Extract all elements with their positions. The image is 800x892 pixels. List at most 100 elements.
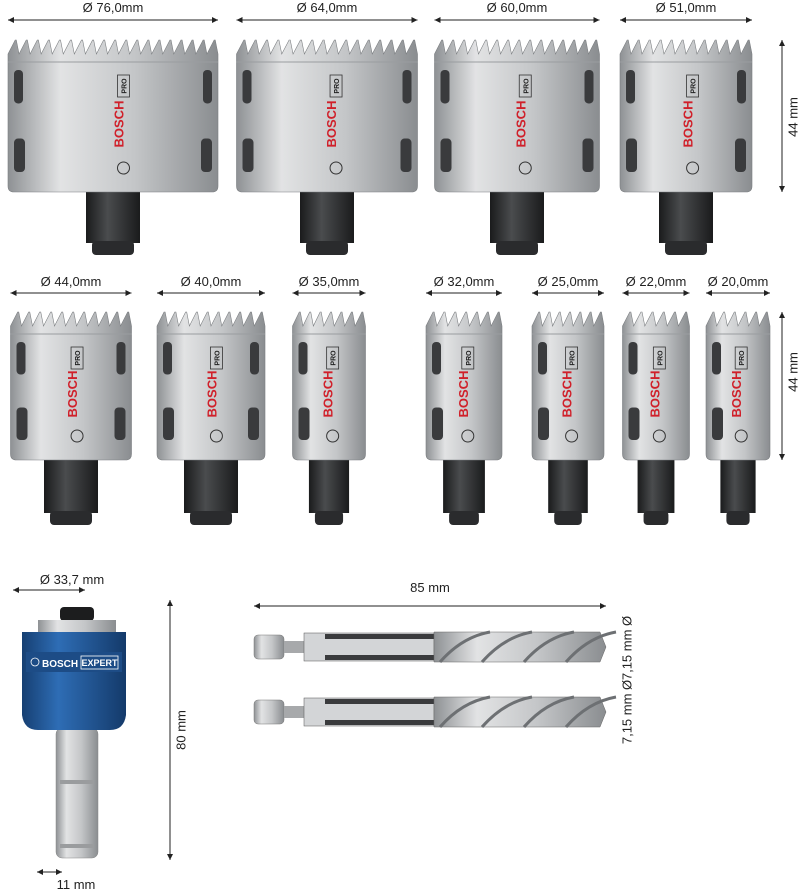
dimension-arrow (426, 290, 502, 296)
pro-badge (70, 346, 84, 370)
drill-diameter-label-1: 7,15 mm Ø (619, 615, 635, 681)
bosch-armature-icon (117, 161, 130, 175)
dim-label-44: Ø 44,0mm (40, 274, 102, 289)
drill-length-arrow (254, 603, 606, 609)
bosch-armature-icon (461, 429, 475, 443)
height-arrow-row2 (779, 312, 785, 460)
arbor-tip (554, 511, 582, 525)
arrowheads (37, 869, 62, 875)
arbor-tip (496, 241, 538, 255)
slot (201, 138, 212, 172)
pro-badge-text: PRO (570, 350, 577, 366)
hex-shank (55, 727, 99, 859)
shank-flat (325, 655, 434, 660)
saw-cup (10, 311, 132, 461)
slot (114, 407, 126, 440)
saw-cup (7, 39, 219, 193)
shank-flat (325, 634, 434, 639)
hex-bit-tip (253, 634, 285, 660)
pro-badge (518, 74, 532, 98)
hex-arbor (86, 192, 140, 243)
bosch-armature-icon (329, 161, 343, 175)
hex-arbor (637, 460, 675, 513)
expert-badge (80, 655, 119, 670)
flute-spiral (438, 630, 491, 663)
dim-label-32: Ø 32,0mm (433, 274, 495, 289)
bosch-logo-text: BOSCH (324, 101, 339, 148)
dimension-arrow (622, 290, 690, 296)
pro-badge-text: PRO (331, 350, 338, 366)
saw-cup (425, 311, 503, 461)
dimension-arrow (620, 17, 752, 23)
slot (116, 342, 126, 375)
pro-badge (734, 346, 748, 370)
slot (14, 70, 23, 104)
bosch-logo-text: BOSCH (321, 371, 336, 418)
dim-label-76: Ø 76,0mm (82, 0, 144, 15)
drill-bit-1 (253, 630, 617, 663)
dimension-arrow (706, 290, 770, 296)
dimension-arrow (236, 17, 418, 23)
slot (626, 138, 637, 172)
adapter-diameter-arrow (13, 587, 85, 593)
dim-label-64: Ø 64,0mm (296, 0, 358, 15)
dimension-arrow (532, 290, 604, 296)
dimension-arrow (8, 17, 218, 23)
pro-badge-text: PRO (523, 78, 530, 94)
saw-cup (292, 311, 366, 461)
slot (163, 407, 174, 440)
bosch-logo-text: BOSCH (729, 371, 744, 418)
saw-cup (236, 39, 418, 193)
adapter-shank-arrow (37, 869, 62, 875)
slot (628, 342, 638, 375)
bosch-logo-text: BOSCH (560, 371, 575, 418)
bosch-armature-icon (734, 429, 748, 443)
height-label-row1: 44 mm (785, 97, 800, 137)
adapter-length-label: 80 mm (173, 710, 189, 750)
flute-spiral (522, 630, 575, 663)
bosch-armature-icon (70, 429, 84, 443)
flute-spiral (564, 695, 617, 728)
bit-groove (284, 641, 304, 653)
arbor-tip (643, 511, 669, 525)
slot (737, 70, 746, 104)
bosch-armature-icon (565, 429, 579, 443)
dim-label-40: Ø 40,0mm (180, 274, 242, 289)
pro-badge (326, 346, 340, 370)
slot (712, 407, 723, 440)
dim-label-35: Ø 35,0mm (298, 274, 360, 289)
hex-arbor (548, 460, 588, 513)
adapter-diameter-label: Ø 33,7 mm (39, 572, 105, 587)
bosch-logo-text: BOSCH (204, 371, 219, 418)
shank-groove (60, 780, 94, 784)
dimension-arrow (10, 290, 132, 296)
slot (400, 138, 412, 172)
slot (248, 407, 259, 440)
pro-badge-text: PRO (75, 350, 82, 366)
height-label-row2: 44 mm (785, 352, 800, 392)
pro-badge-text: PRO (334, 78, 341, 94)
hex-arbor (659, 192, 713, 243)
hex-arbor (490, 192, 544, 243)
adapter-bosch-text: BOSCH (42, 659, 78, 670)
slot (538, 407, 549, 440)
bosch-logo-text: BOSCH (647, 371, 662, 418)
slot (298, 407, 310, 440)
bosch-armature-icon (326, 429, 340, 443)
adapter-shank-label: 11 mm (56, 877, 96, 892)
hex-arbor (308, 460, 350, 513)
bosch-armature-icon (652, 429, 666, 443)
slot (538, 342, 547, 375)
slot (298, 342, 308, 375)
